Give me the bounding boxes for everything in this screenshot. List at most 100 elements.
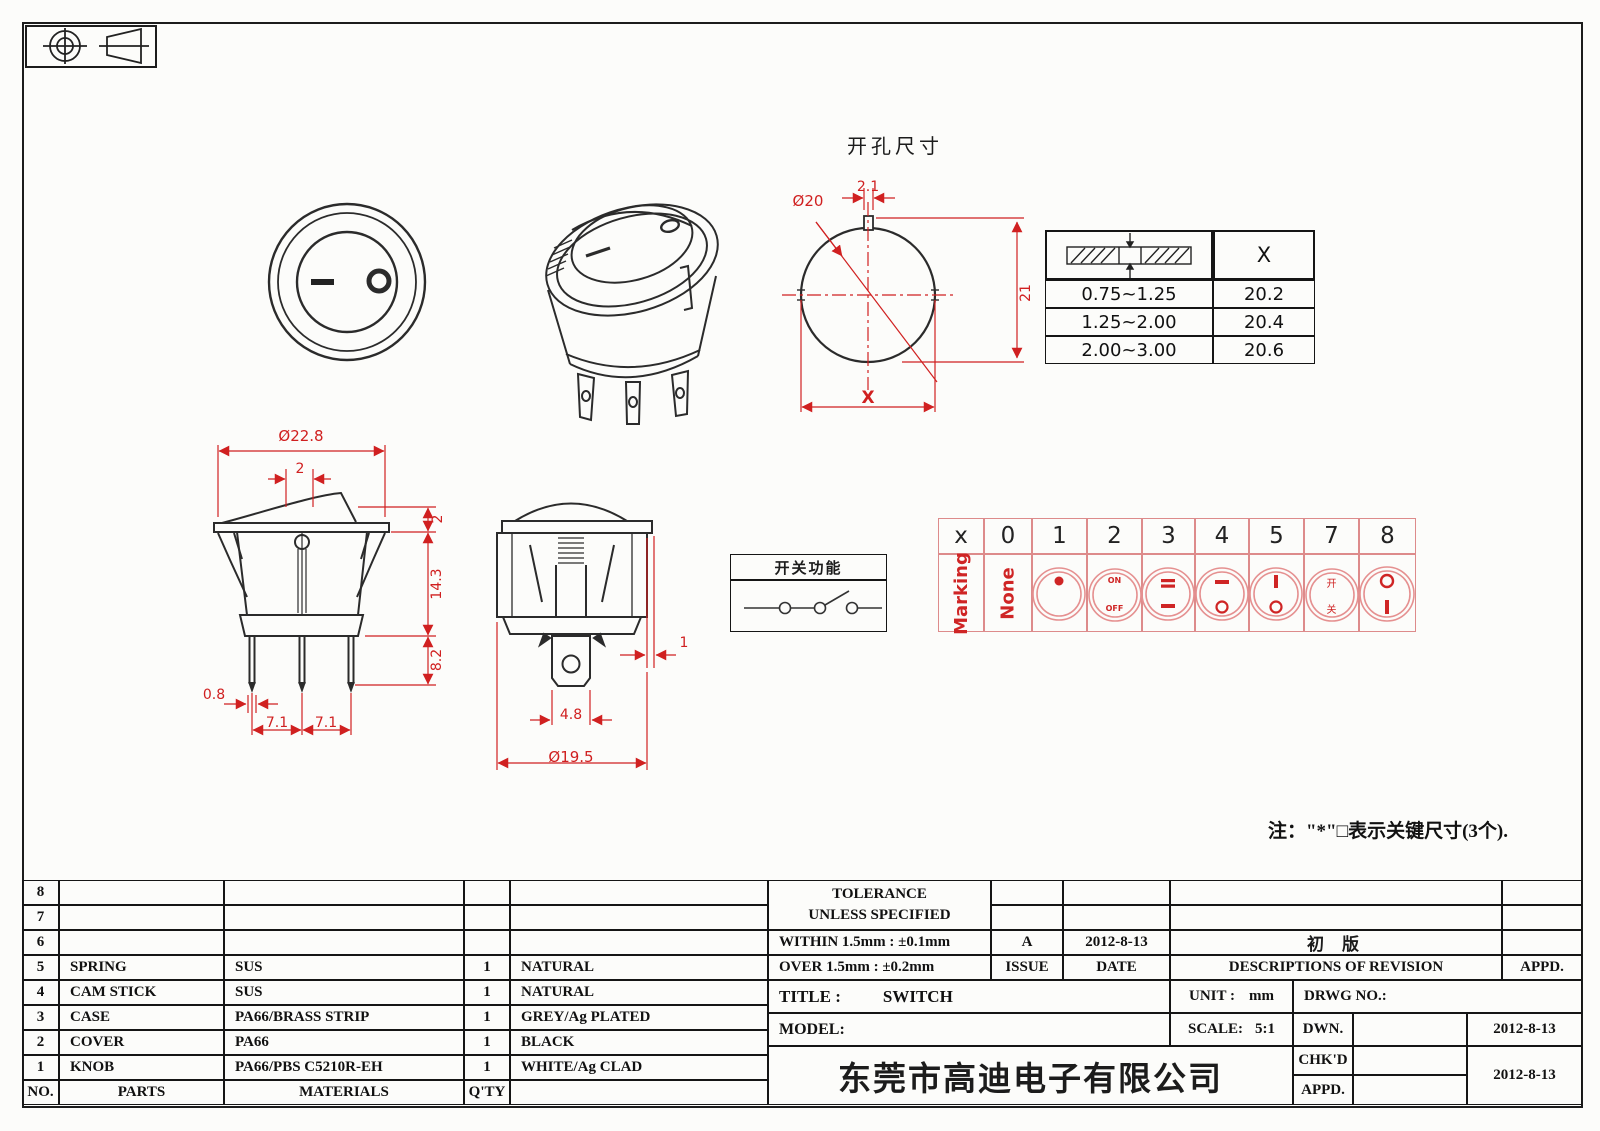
spdt-schematic: [744, 590, 882, 615]
parts-material: [224, 930, 464, 955]
parts-no: 6: [22, 930, 59, 955]
dim-hole-width: X: [861, 388, 875, 408]
parts-finish: NATURAL: [510, 955, 768, 980]
parts-no: 1: [22, 1055, 59, 1080]
parts-header-no: NO.: [22, 1080, 59, 1105]
dim-side-dia: Ø22.8: [278, 427, 324, 445]
issue-label: ISSUE: [991, 955, 1063, 980]
marking-header-0: 0: [984, 518, 1032, 554]
hole-table-range-2: 1.25~2.00: [1045, 308, 1213, 336]
on-symbol: [311, 279, 334, 285]
appd2-label: APPD.: [1293, 1075, 1353, 1105]
scale-cell: SCALE: 5:1: [1170, 1013, 1293, 1046]
parts-qty: [464, 905, 510, 930]
parts-material: PA66/PBS C5210R-EH: [224, 1055, 464, 1080]
parts-qty: 1: [464, 1030, 510, 1055]
parts-material: SUS: [224, 980, 464, 1005]
parts-finish: [510, 930, 768, 955]
parts-no: 2: [22, 1030, 59, 1055]
hole-table-x-2: 20.4: [1213, 308, 1315, 336]
marking-on-text: ON: [1107, 576, 1122, 585]
side-view: [213, 445, 436, 736]
parts-no: 4: [22, 980, 59, 1005]
parts-header-materials: MATERIALS: [224, 1080, 464, 1105]
marking-symbol-7: 开 关: [1304, 554, 1359, 632]
unit-value: mm: [1248, 988, 1274, 1004]
marking-symbol-1: [1032, 554, 1087, 632]
parts-material: PA66: [224, 1030, 464, 1055]
tolerance-line1: TOLERANCE: [832, 886, 927, 902]
dim-side-body: 14.3: [429, 568, 445, 600]
dim-section-terminal: 4.8: [559, 707, 583, 723]
parts-no: 3: [22, 1005, 59, 1030]
drwg-no-label: DRWG NO.:: [1293, 980, 1582, 1013]
dwn-signature: [1353, 1013, 1467, 1046]
chkd-date: 2012-8-13: [1467, 1046, 1582, 1105]
tolerance-line2: UNLESS SPECIFIED: [808, 907, 951, 923]
parts-qty: 1: [464, 955, 510, 980]
hole-view-title: 开孔尺寸: [847, 134, 943, 158]
dim-hole-notch: 2.1: [856, 179, 880, 195]
marking-symbol-2: ON OFF: [1087, 554, 1142, 632]
parts-header-parts: PARTS: [59, 1080, 224, 1105]
dim-side-pitch-left: 7.1: [265, 715, 289, 731]
revision-date-value: 2012-8-13: [1063, 930, 1170, 955]
parts-material: [224, 905, 464, 930]
parts-name: [59, 930, 224, 955]
parts-header-qty: Q'TY: [464, 1080, 510, 1105]
marking-header-3: 3: [1142, 518, 1195, 554]
dot-symbol: [1054, 576, 1064, 586]
switch-function-title: 开关功能: [730, 554, 887, 580]
dim-side-pin-length: 8.2: [429, 648, 445, 672]
isometric-view: [545, 203, 719, 425]
hole-table-header-x: X: [1213, 230, 1315, 280]
parts-material: PA66/BRASS STRIP: [224, 1005, 464, 1030]
front-view: [267, 202, 427, 362]
chkd-label: CHK'D: [1293, 1046, 1353, 1075]
parts-finish: NATURAL: [510, 980, 768, 1005]
hole-table-range-1: 0.75~1.25: [1045, 280, 1213, 308]
parts-finish: [510, 905, 768, 930]
hole-table-x-3: 20.6: [1213, 336, 1315, 364]
parts-material: SUS: [224, 955, 464, 980]
dwn-label: DWN.: [1293, 1013, 1353, 1046]
parts-finish: GREY/Ag PLATED: [510, 1005, 768, 1030]
marking-header-2: 2: [1087, 518, 1142, 554]
parts-finish: WHITE/Ag CLAD: [510, 1055, 768, 1080]
tolerance-over: OVER 1.5mm : ±0.2mm: [768, 955, 991, 980]
parts-qty: 1: [464, 980, 510, 1005]
revision-description: 初 版: [1170, 930, 1502, 955]
off-symbol: [366, 268, 392, 294]
dim-side-pitch-right: 7.1: [314, 715, 338, 731]
parts-material: [224, 880, 464, 905]
marking-header-5: 5: [1249, 518, 1304, 554]
dim-hole-height: 21: [1018, 284, 1034, 302]
marking-symbol-5: [1249, 554, 1304, 632]
parts-finish: BLACK: [510, 1030, 768, 1055]
sheet-border: [22, 22, 1583, 1108]
projection-symbol-box: [25, 25, 157, 68]
parts-qty: [464, 930, 510, 955]
dim-side-bezel: 2: [430, 514, 446, 524]
revision-label: DESCRIPTIONS OF REVISION: [1170, 955, 1502, 980]
dim-section-dia: Ø19.5: [548, 748, 594, 766]
marking-symbol-3: [1141, 554, 1195, 632]
parts-qty: 1: [464, 1005, 510, 1030]
marking-kai-text: 开: [1326, 579, 1337, 590]
marking-none-label: None: [997, 566, 1019, 620]
chkd-signature: [1353, 1046, 1467, 1075]
company-name: 东莞市高迪电子有限公司: [768, 1046, 1293, 1105]
marking-header-4: 4: [1195, 518, 1249, 554]
model-label: MODEL:: [768, 1013, 1170, 1046]
appd-signature: [1353, 1075, 1467, 1105]
marking-header-7: 7: [1304, 518, 1359, 554]
tolerance-box: TOLERANCE UNLESS SPECIFIED: [768, 880, 991, 930]
marking-header-8: 8: [1359, 518, 1416, 554]
parts-no: 7: [22, 905, 59, 930]
title-row: TITLE : SWITCH: [768, 980, 1170, 1013]
section-view: [496, 502, 676, 770]
parts-name: COVER: [59, 1030, 224, 1055]
scale-label: SCALE:: [1187, 1021, 1243, 1037]
dim-side-offset: 2: [295, 461, 305, 477]
